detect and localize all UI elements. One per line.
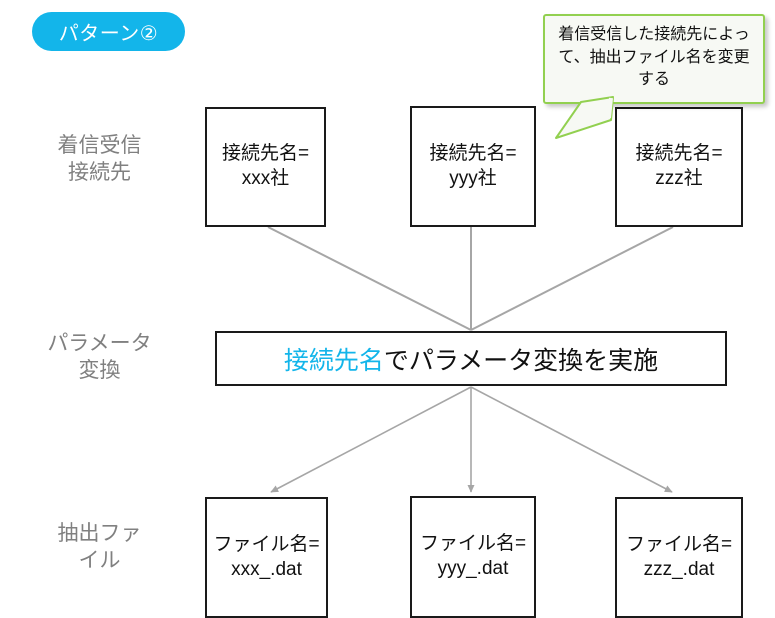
row-label-line1: 抽出ファ: [57, 522, 142, 545]
row-label-parameter-conversion: パラメータ 変換: [12, 331, 187, 385]
transform-rest-text: でパラメータ変換を実施: [383, 346, 659, 375]
output-box-zzz: ファイル名= zzz_.dat: [615, 497, 743, 618]
source-box-line2: yyy社: [449, 167, 497, 189]
source-box-line2: zzz社: [655, 168, 703, 189]
output-box-line2: yyy_.dat: [437, 558, 509, 579]
source-box-line2: xxx社: [241, 168, 290, 189]
source-box-zzz: 接続先名= zzz社: [615, 107, 743, 227]
pattern-badge: パターン②: [32, 12, 185, 51]
output-box-line1: ファイル名=: [625, 533, 733, 555]
row-label-line2: 変換: [78, 358, 121, 382]
source-box-line1: 接続先名=: [635, 143, 723, 165]
parameter-conversion-box: 接続先名でパラメータ変換を実施: [215, 331, 727, 386]
row-label-line1: 着信受信: [57, 134, 142, 157]
row-label-line1: パラメータ: [47, 332, 152, 355]
row-label-line2: 接続先: [68, 160, 131, 184]
callout-note: 着信受信した接続先によって、抽出ファイル名を変更する: [543, 14, 765, 105]
source-box-line1: 接続先名=: [429, 142, 517, 164]
output-box-line2: zzz_.dat: [643, 558, 715, 580]
output-box-line1: ファイル名=: [419, 533, 527, 555]
source-box-xxx: 接続先名= xxx社: [205, 107, 326, 227]
transform-highlight-text: 接続先名: [283, 346, 384, 375]
callout-tail-icon: [555, 96, 614, 139]
output-box-xxx: ファイル名= xxx_.dat: [205, 497, 328, 618]
row-label-extracted-file: 抽出ファ イル: [12, 521, 187, 575]
row-label-incoming-connection: 着信受信 接続先: [12, 133, 187, 187]
row-label-line2: イル: [78, 548, 121, 572]
source-box-line1: 接続先名=: [221, 143, 310, 165]
output-box-line1: ファイル名=: [213, 533, 320, 555]
source-box-yyy: 接続先名= yyy社: [410, 106, 536, 227]
output-box-yyy: ファイル名= yyy_.dat: [410, 496, 536, 618]
output-box-line2: xxx_.dat: [231, 558, 302, 580]
